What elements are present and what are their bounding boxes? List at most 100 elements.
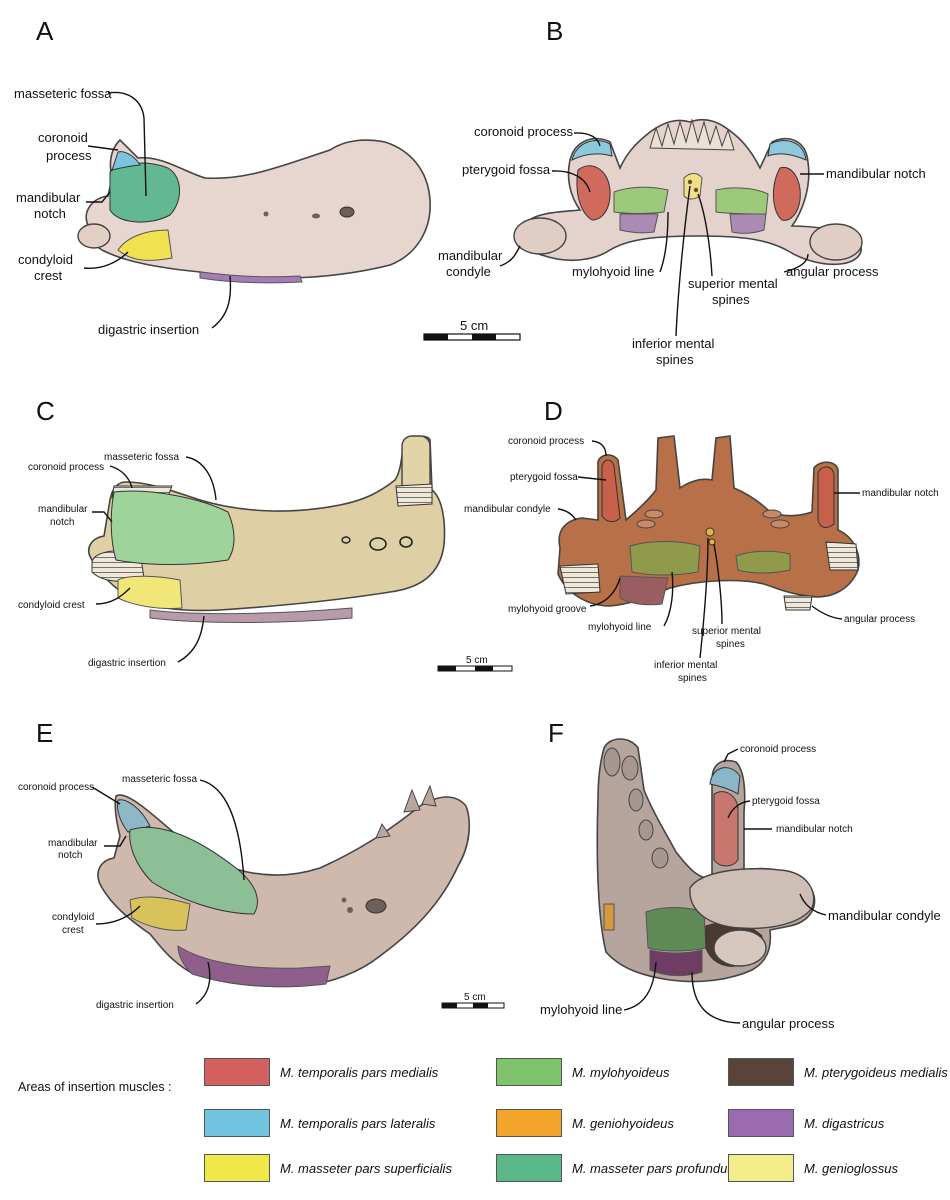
temporalis-lateralis-f	[709, 767, 741, 795]
legend-item: M. pterygoideus medialis	[728, 1057, 948, 1087]
panel-letter-b: B	[546, 16, 563, 46]
spine-b-2	[693, 187, 699, 193]
panel-letter-c: C	[36, 396, 55, 426]
label-condyle-b-2: condyle	[446, 264, 491, 279]
label-coronoid-c: coronoid process	[28, 462, 104, 473]
scale-bar-c: 5 cm	[437, 655, 513, 672]
leader-pterygoid-f	[727, 800, 751, 819]
leader-superior-b	[697, 193, 713, 277]
leader-condyle-d	[557, 508, 577, 521]
scale-label-c: 5 cm	[466, 655, 488, 666]
leader-mylohyoid-b	[659, 211, 669, 273]
digastric-region-c	[149, 607, 353, 623]
leader-angular-d	[811, 605, 843, 620]
label-coronoid-a-1: coronoid	[38, 130, 88, 145]
legend-label: M. geniohyoideus	[572, 1115, 674, 1131]
label-masseteric-fossa-a: masseteric fossa	[14, 86, 112, 101]
label-digastric-a: digastric insertion	[98, 322, 199, 337]
panel-letter-f: F	[548, 718, 564, 748]
foramen-a2	[312, 213, 320, 219]
leader-condyle-b	[499, 245, 521, 267]
hatched-condyle-d-right	[825, 541, 859, 571]
leader-coronoid-a	[87, 145, 119, 151]
tooth-f-1	[603, 747, 621, 777]
legend-label: M. mylohyoideus	[572, 1064, 670, 1080]
leader-superior-d	[713, 543, 723, 625]
panel-d: D coronoid process pterygoid fossa mandi…	[464, 396, 939, 684]
digastric-region-e	[177, 945, 331, 988]
hatched-tooth-c	[395, 483, 433, 507]
digastric-b-left	[619, 213, 659, 234]
legend-label: M. masseter pars superficialis	[280, 1160, 452, 1176]
condyle-a	[77, 223, 111, 249]
mylohyoideus-b-right	[715, 187, 769, 215]
scale-label-e: 5 cm	[464, 992, 486, 1003]
label-condyle-d: mandibular condyle	[464, 504, 551, 515]
legend-swatch	[496, 1058, 562, 1086]
legend-item: M. genioglossus	[728, 1153, 898, 1183]
label-mandibular-notch-d: mandibular notch	[862, 488, 939, 499]
temporalis-medialis-d-right	[817, 466, 835, 528]
legend-item: M. temporalis pars medialis	[204, 1057, 438, 1087]
label-inferior-b-1: inferior mental	[632, 336, 714, 351]
label-mylohyoid-f: mylohyoid line	[540, 1002, 622, 1017]
leader-mylohyoid-groove-d	[589, 577, 621, 607]
mylohyoideus-b-left	[613, 186, 669, 214]
mylohyoideus-d-left	[629, 541, 701, 576]
scale-label-b: 5 cm	[460, 318, 488, 333]
legend-item: M. masseter pars profundus	[496, 1153, 734, 1183]
label-mandibular-c-1: mandibular	[38, 504, 88, 515]
masseter-superficialis-region-a	[117, 229, 173, 261]
label-mandibular-a-1: mandibular	[16, 190, 81, 205]
label-condyloid-e-1: condyloid	[52, 912, 94, 923]
label-condyle-b-1: mandibular	[438, 248, 503, 263]
legend-swatch	[728, 1109, 794, 1137]
tooth-d-4	[770, 519, 790, 529]
label-mandibular-c-2: notch	[50, 517, 74, 528]
label-superior-d-1: superior mental	[692, 626, 761, 637]
temporalis-medialis-d-left	[601, 459, 621, 523]
leader-condyloid-a	[83, 251, 129, 269]
label-mylohyoid-line-d: mylohyoid line	[588, 622, 652, 633]
label-angular-f: angular process	[742, 1016, 835, 1031]
label-coronoid-d: coronoid process	[508, 436, 584, 447]
mandible-dorsal-d	[557, 435, 860, 607]
panel-b: B coronoid process pterygoid fossa mandi…	[423, 16, 926, 367]
legend-item: M. geniohyoideus	[496, 1108, 674, 1138]
tooth-f-4	[638, 819, 654, 841]
legend-swatch	[204, 1154, 270, 1182]
foramen-e1	[365, 898, 387, 914]
tooth-f-3	[628, 788, 644, 812]
label-inferior-d-1: inferior mental	[654, 660, 717, 671]
temporalis-lateralis-region-a	[111, 151, 141, 171]
panel-c: C masseteric fossa coronoid process mand…	[18, 396, 513, 672]
leader-masseteric-fossa-e	[199, 779, 245, 881]
legend-item: M. masseter pars superficialis	[204, 1153, 452, 1183]
label-inferior-d-2: spines	[678, 673, 707, 684]
leader-mylohyoid-f	[623, 961, 657, 1011]
panel-f: F coronoid process pterygoid fossa mandi…	[540, 718, 941, 1031]
label-condyle-f: mandibular condyle	[828, 908, 941, 923]
label-superior-d-2: spines	[716, 639, 745, 650]
condyle-b-left	[513, 217, 567, 255]
label-condyloid-e-2: crest	[62, 925, 84, 936]
leader-angular-f	[691, 971, 741, 1024]
label-digastric-e: digastric insertion	[96, 1000, 174, 1011]
label-pterygoid-b: pterygoid fossa	[462, 162, 551, 177]
legend-label: M. temporalis pars lateralis	[280, 1115, 436, 1131]
label-masseteric-fossa-c: masseteric fossa	[104, 452, 179, 463]
masseteric-fossa-region-c	[110, 490, 235, 565]
mylohyoideus-f	[645, 907, 707, 952]
foramen-c2	[399, 536, 413, 548]
legend-swatch	[728, 1058, 794, 1086]
foramen-c3	[341, 536, 351, 544]
label-angular-d: angular process	[844, 614, 915, 625]
digastric-d-left	[619, 575, 669, 606]
tooth-d-3	[762, 509, 782, 519]
label-coronoid-a-2: process	[46, 148, 92, 163]
leader-coronoid-f	[723, 748, 739, 763]
label-superior-b-2: spines	[712, 292, 750, 307]
label-angular-b: angular process	[786, 264, 879, 279]
panel-letter-e: E	[36, 718, 53, 748]
leader-masseteric-fossa-a	[107, 91, 147, 197]
